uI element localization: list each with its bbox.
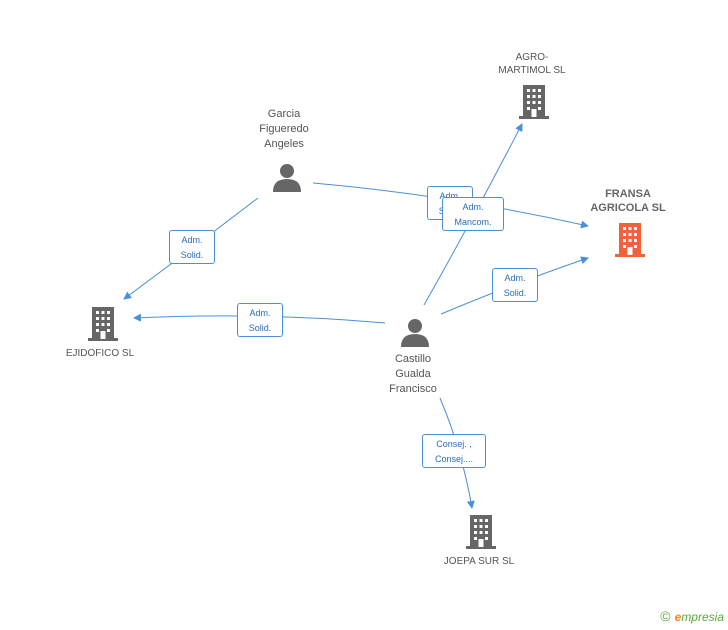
copyright-icon: © [660,608,671,624]
company-label-ejidofico: EJIDOFICO SL [65,348,135,359]
person-label-castillo: Castillo Gualda Francisco [389,353,437,395]
person-icon[interactable] [272,162,302,192]
building-icon[interactable] [615,223,645,257]
edge-label-castillo-fransa[interactable]: Adm. Solid. [492,268,538,302]
edge-label-castillo-joepa[interactable]: Consej. , Consej.... [422,434,486,468]
edge-label-garcia-ejidofico[interactable]: Adm. Solid. [169,230,215,264]
building-icon[interactable] [466,515,496,549]
building-icon[interactable] [88,307,118,341]
company-label-fransa: FRANSA AGRICOLA SL [590,188,666,214]
company-label-joepa: JOEPA SUR SL [443,556,515,567]
person-icon[interactable] [400,317,430,347]
brand-logo: ©empresia [660,608,724,624]
person-label-garcia: Garcia Figueredo Angeles [259,108,309,150]
building-icon[interactable] [519,85,549,119]
edge-label-castillo-agro[interactable]: Adm. Mancom. [442,197,504,231]
company-label-agro: AGRO- MARTIMOL SL [498,52,566,76]
edge-label-castillo-ejidofico[interactable]: Adm. Solid. [237,303,283,337]
